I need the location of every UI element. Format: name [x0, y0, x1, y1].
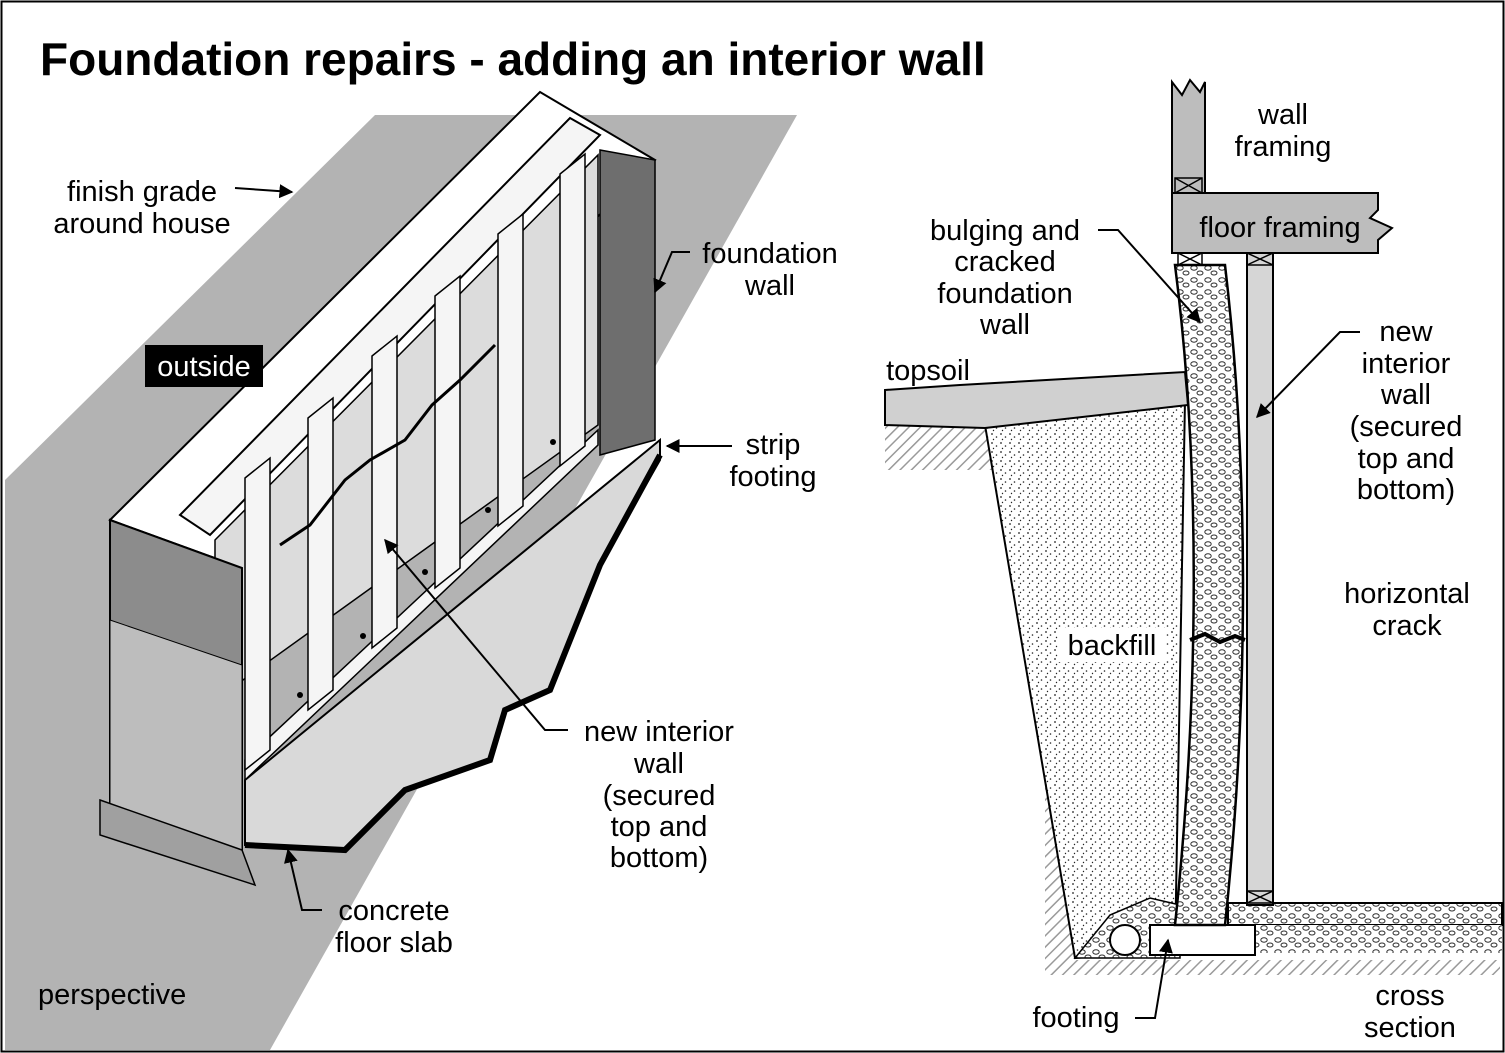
- bulging-wall-label-3: foundation: [937, 278, 1072, 310]
- anchor-bolts: [297, 439, 556, 698]
- drain-pipe: [1109, 924, 1141, 956]
- bulging-wall-label-4: wall: [979, 309, 1030, 341]
- backfill-area: [983, 398, 1187, 960]
- floor-slab-leader: [284, 848, 322, 911]
- bulging-foundation-wall: [1173, 263, 1245, 927]
- horizontal-crack-label: horizontal: [1344, 578, 1470, 610]
- wall-crack: [279, 343, 497, 547]
- outside-label: outside: [157, 351, 251, 383]
- outside-tag: [145, 345, 263, 387]
- floor-framing-label: floor framing: [1199, 212, 1360, 244]
- floor-framing-joist: [1171, 192, 1394, 254]
- floor-slab-label-2: floor slab: [335, 927, 453, 959]
- cs-interior-wall-label-5: top and: [1358, 443, 1455, 475]
- interior-wall-label-3: (secured: [603, 780, 716, 812]
- finish-grade-label: finish grade: [67, 176, 217, 208]
- finish-grade-label-2: around house: [53, 208, 230, 240]
- subgrade-gravel: [1255, 925, 1502, 953]
- interior-wall-leader: [384, 538, 568, 731]
- topsoil-label: topsoil: [886, 355, 970, 387]
- perspective-labels: finish grade around house outside founda…: [38, 176, 838, 1011]
- wall-studs: [244, 152, 586, 772]
- foundation-wall-end: [599, 149, 656, 456]
- new-interior-wall-leader: [1256, 331, 1360, 419]
- perspective-view: [5, 90, 797, 1050]
- slab-edge: [244, 453, 663, 854]
- foundation-wall-leader: [653, 251, 690, 294]
- interior-wall-label-5: bottom): [610, 842, 708, 874]
- strip-footing-left: [99, 798, 257, 887]
- finish-grade-leader: [234, 184, 294, 199]
- cross-section-view-label: cross: [1375, 980, 1444, 1012]
- cross-section-labels: wall framing floor framing bulging and c…: [886, 99, 1470, 1044]
- backfill-label-bg: [1058, 628, 1166, 662]
- footing-label: footing: [1032, 1002, 1119, 1034]
- bulging-wall-leader: [1098, 229, 1201, 324]
- cs-interior-wall-label-2: interior: [1362, 348, 1451, 380]
- cs-interior-wall-label-4: (secured: [1350, 411, 1463, 443]
- floor-slab-label: concrete: [338, 895, 449, 927]
- cross-section-view-label-2: section: [1364, 1012, 1456, 1044]
- backfill-label: backfill: [1068, 630, 1157, 662]
- foundation-wall-label: foundation: [702, 238, 837, 270]
- bulging-wall-label-2: cracked: [954, 246, 1056, 278]
- leader-lines: [234, 184, 1360, 1019]
- horizontal-crack-label-2: crack: [1372, 610, 1442, 642]
- sill-blocks: [1174, 177, 1274, 904]
- bulging-wall-label-1: bulging and: [930, 215, 1080, 247]
- perspective-view-label: perspective: [38, 979, 186, 1011]
- cs-interior-wall-label-6: bottom): [1357, 474, 1455, 506]
- horizontal-crack-line: [1189, 631, 1246, 645]
- page-title: Foundation repairs - adding an interior …: [40, 33, 986, 85]
- top-plate: [178, 116, 602, 537]
- strip-footing-label-2: footing: [729, 461, 816, 493]
- interior-wall-label-2: wall: [633, 748, 684, 780]
- cross-section-view: [884, 78, 1503, 975]
- cs-interior-wall-label-3: wall: [1380, 379, 1431, 411]
- interior-wall-label-1: new interior: [584, 716, 734, 748]
- wall-framing-label: wall: [1257, 99, 1308, 131]
- new-interior-wall-section: [1246, 252, 1274, 906]
- foundation-wall-label-2: wall: [744, 270, 795, 302]
- footing-leader: [1135, 938, 1173, 1019]
- wall-framing-label-2: framing: [1235, 131, 1332, 163]
- basement-slab: [1227, 902, 1503, 926]
- wall-framing-stud: [1171, 78, 1206, 194]
- strip-footing-label: strip: [746, 429, 801, 461]
- cs-interior-wall-label-1: new: [1379, 316, 1433, 348]
- interior-wall-label-4: top and: [611, 811, 708, 843]
